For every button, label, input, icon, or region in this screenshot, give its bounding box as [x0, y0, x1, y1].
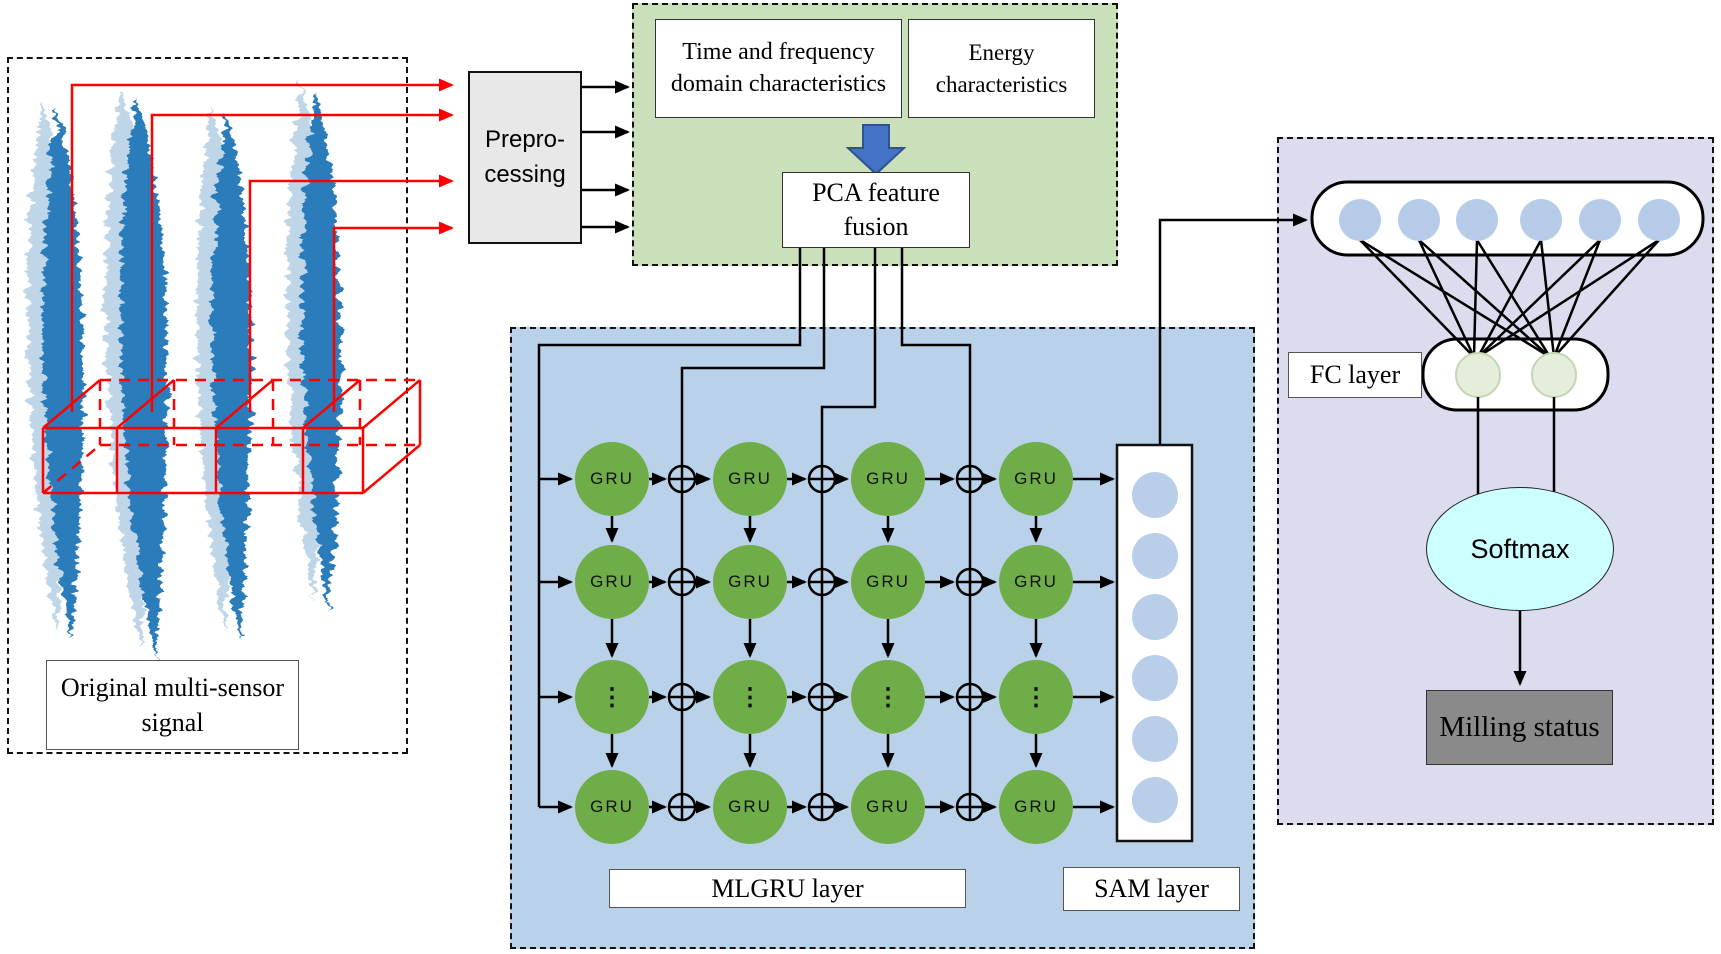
sample-window-wireframe	[41, 378, 422, 495]
gru-ellipsis-r3c2: ⋮	[713, 660, 787, 734]
energy-box: Energy characteristics	[908, 19, 1095, 118]
time-frequency-label: Time and frequency domain characteristic…	[670, 38, 887, 97]
gru-ellipsis-r3c4: ⋮	[999, 660, 1073, 734]
preprocessing-label-line2: cessing	[484, 160, 566, 188]
mlgru-layer-label-box: MLGRU layer	[609, 869, 966, 908]
gru-ellipsis-r3c1: ⋮	[575, 660, 649, 734]
sam-layer-label-box: SAM layer	[1063, 867, 1240, 911]
original-signal-label: Original multi-sensor signal	[60, 672, 285, 737]
gru-ellipsis-r3c3: ⋮	[851, 660, 925, 734]
gru-node-r4c4: GRU	[999, 770, 1073, 844]
preprocessing-label-line1: Prepro-	[484, 125, 566, 153]
gru-node-r4c3: GRU	[851, 770, 925, 844]
gru-node-r2c2: GRU	[713, 545, 787, 619]
milling-status-box: Milling status	[1426, 690, 1613, 765]
softmax-label: Softmax	[1470, 533, 1570, 564]
sam-layer-label: SAM layer	[1094, 874, 1209, 903]
pca-fusion-label: PCA feature fusion	[812, 178, 940, 241]
time-frequency-box: Time and frequency domain characteristic…	[655, 19, 902, 118]
plus-circle-icons	[667, 464, 985, 822]
gru-node-r2c4: GRU	[999, 545, 1073, 619]
fc-layer-label: FC layer	[1309, 360, 1401, 389]
gru-node-r2c3: GRU	[851, 545, 925, 619]
gru-grid-arrows	[539, 472, 1115, 814]
gru-node-r1c1: GRU	[575, 442, 649, 516]
dense-connection-lines	[1359, 238, 1660, 359]
pca-fusion-box: PCA feature fusion	[782, 172, 970, 248]
preprocessing-box: Prepro- cessing	[468, 71, 582, 244]
gru-node-r2c1: GRU	[575, 545, 649, 619]
sam-to-fc-arrow	[1158, 213, 1308, 445]
sensor-signal-streaks	[27, 83, 341, 658]
softmax-ellipse: Softmax	[1426, 487, 1614, 611]
original-signal-label-box: Original multi-sensor signal	[46, 660, 299, 750]
mlgru-layer-label: MLGRU layer	[711, 873, 864, 903]
sam-circles	[1132, 472, 1178, 823]
fc-to-softmax-lines	[1476, 397, 1556, 500]
fusion-arrow-icon	[845, 124, 907, 176]
signal-to-preprocessing-arrows	[70, 78, 454, 412]
preprocessing-to-features-arrows	[582, 80, 630, 234]
gru-node-r1c4: GRU	[999, 442, 1073, 516]
milling-status-label: Milling status	[1439, 711, 1600, 743]
gru-node-r4c2: GRU	[713, 770, 787, 844]
energy-label: Energy characteristics	[935, 40, 1068, 97]
gru-node-r4c1: GRU	[575, 770, 649, 844]
gru-node-r1c2: GRU	[713, 442, 787, 516]
gru-node-r1c3: GRU	[851, 442, 925, 516]
input-layer-circles	[1339, 199, 1680, 241]
fc-layer-label-box: FC layer	[1288, 352, 1422, 398]
fc-layer-capsule	[1421, 337, 1610, 412]
